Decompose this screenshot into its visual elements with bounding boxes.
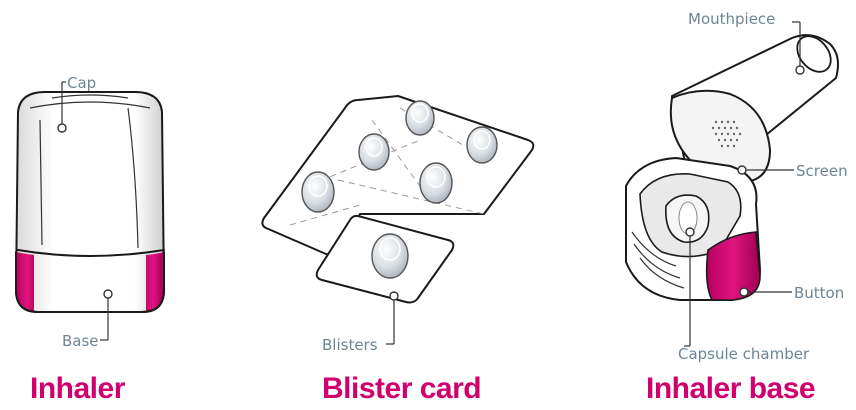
inhaler-title: Inhaler	[30, 372, 126, 405]
button	[705, 231, 761, 301]
capsule-chamber-label: Capsule chamber	[678, 345, 810, 363]
mouthpiece-marker	[795, 65, 805, 75]
capsule-chamber-marker	[685, 227, 695, 237]
base-right-band	[142, 252, 164, 312]
blister	[358, 133, 390, 171]
cap-label: Cap	[67, 74, 96, 92]
blister	[301, 171, 335, 213]
blister-card-title: Blister card	[322, 372, 481, 405]
blister	[405, 100, 435, 136]
screen-marker	[737, 165, 747, 175]
base-left-band	[16, 252, 38, 312]
screen-label: Screen	[796, 162, 848, 180]
base-label: Base	[62, 332, 99, 350]
blisters-marker	[389, 291, 399, 301]
blister	[419, 162, 453, 204]
inhaler-body	[14, 91, 166, 313]
mouthpiece-label: Mouthpiece	[688, 10, 775, 28]
inhaler-base-title: Inhaler base	[646, 372, 815, 405]
blisters-label: Blisters	[322, 336, 378, 354]
base-marker	[103, 289, 113, 299]
button-marker	[739, 287, 749, 297]
blister-card-main	[261, 95, 535, 256]
blister	[371, 233, 409, 279]
blister-card-illustration: Blisters	[261, 95, 535, 354]
blister	[466, 126, 498, 164]
inhaler-base-illustration: Mouthpiece Screen Button Capsule chamber	[625, 10, 848, 363]
cap-base-seam	[17, 249, 165, 257]
screen-mesh	[711, 120, 742, 148]
screen	[669, 89, 772, 184]
cap-marker	[57, 123, 67, 133]
button-label: Button	[794, 284, 844, 302]
inhaler-illustration: Cap Base	[14, 74, 166, 350]
